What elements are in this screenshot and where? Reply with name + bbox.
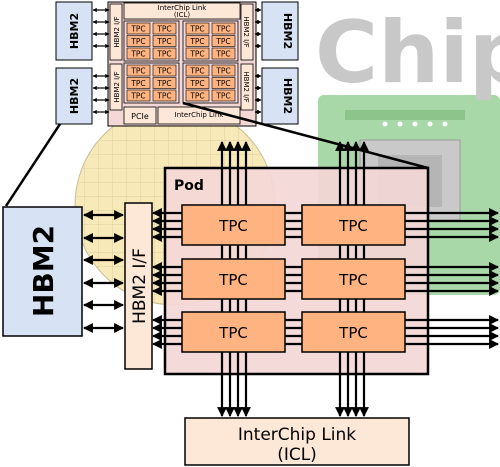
- tpc-block: TPC: [301, 258, 406, 300]
- svg-text:HBM2 I/F: HBM2 I/F: [113, 71, 121, 102]
- overview-hbm-if-left-bottom: HBM2 I/F: [109, 63, 123, 111]
- overview-tpc: TPC: [185, 22, 210, 35]
- overview-hbm-bottom-left: HBM2: [55, 67, 93, 125]
- overview-tpc: TPC: [126, 64, 151, 77]
- overview-tpc: TPC: [152, 89, 177, 102]
- tpc-block: TPC: [181, 311, 286, 353]
- overview-tpc: TPC: [185, 64, 210, 77]
- overview-tpc: TPC: [185, 77, 210, 89]
- svg-text:HBM2: HBM2: [68, 13, 81, 49]
- svg-text:TPC: TPC: [338, 324, 368, 342]
- overview-tpc: TPC: [185, 35, 210, 47]
- svg-text:TPC: TPC: [130, 37, 145, 46]
- overview-tpc: TPC: [126, 77, 151, 89]
- overview-tpc: TPC: [211, 22, 236, 35]
- svg-text:TPC: TPC: [215, 37, 230, 46]
- overview-tpc: TPC: [152, 35, 177, 47]
- overview-tpc: TPC: [211, 77, 236, 89]
- svg-text:HBM2 I/F: HBM2 I/F: [130, 248, 150, 324]
- icl-box: InterChip Link (ICL): [184, 417, 410, 466]
- svg-text:HBM2: HBM2: [68, 78, 81, 114]
- zoom-line: [182, 101, 429, 170]
- overview-hbm-bottom-right: HBM2: [261, 67, 299, 125]
- overview-tpc: TPC: [211, 89, 236, 102]
- svg-text:HBM2 I/F: HBM2 I/F: [113, 16, 121, 47]
- svg-text:TPC: TPC: [189, 25, 204, 34]
- svg-text:TPC: TPC: [189, 92, 204, 101]
- tpc-block: TPC: [301, 311, 406, 353]
- svg-text:TPC: TPC: [189, 67, 204, 76]
- svg-text:TPC: TPC: [156, 92, 171, 101]
- hbm2-memory-block: HBM2: [2, 206, 83, 337]
- svg-text:TPC: TPC: [218, 217, 248, 235]
- svg-text:HBM2 I/F: HBM2 I/F: [242, 16, 250, 47]
- svg-text:TPC: TPC: [130, 79, 145, 88]
- overview-hbm-if-right-bottom: HBM2 I/F: [240, 63, 254, 111]
- overview-tpc: TPC: [152, 47, 177, 60]
- zoom-line: [4, 123, 62, 207]
- overview-hbm-if-left-top: HBM2 I/F: [109, 3, 123, 61]
- chip-overview: HBM2 HBM2 HBM2 HBM2 HBM2 I/F: [4, 1, 429, 207]
- svg-text:InterChip Link: InterChip Link: [238, 425, 356, 445]
- svg-text:HBM2: HBM2: [281, 78, 294, 114]
- pod-label: Pod: [174, 178, 204, 194]
- svg-text:TPC: TPC: [218, 324, 248, 342]
- overview-tpc: TPC: [152, 64, 177, 77]
- svg-text:TPC: TPC: [130, 67, 145, 76]
- svg-text:PCIe: PCIe: [131, 112, 149, 121]
- overview-icl-top: InterChip Link (ICL): [123, 2, 241, 20]
- svg-text:InterChip Link: InterChip Link: [158, 4, 208, 12]
- tpc-block: TPC: [181, 204, 286, 246]
- overview-tpc: TPC: [126, 35, 151, 47]
- svg-text:(ICL): (ICL): [277, 445, 317, 465]
- svg-text:TPC: TPC: [338, 271, 368, 289]
- overview-tpc: TPC: [126, 89, 151, 102]
- svg-text:TPC: TPC: [215, 79, 230, 88]
- svg-text:TPC: TPC: [218, 271, 248, 289]
- hbm-if-strip: HBM2 I/F: [124, 202, 153, 370]
- svg-text:TPC: TPC: [215, 92, 230, 101]
- svg-text:TPC: TPC: [130, 50, 145, 59]
- svg-text:HBM2: HBM2: [27, 225, 60, 317]
- svg-text:TPC: TPC: [215, 50, 230, 59]
- overview-hbm-top-left: HBM2: [55, 1, 93, 61]
- overview-tpc: TPC: [211, 35, 236, 47]
- overview-tpc: TPC: [152, 22, 177, 35]
- svg-text:TPC: TPC: [130, 25, 145, 34]
- svg-text:InterChip Link: InterChip Link: [175, 111, 225, 119]
- overview-tpc: TPC: [126, 22, 151, 35]
- svg-text:TPC: TPC: [130, 92, 145, 101]
- svg-text:TPC: TPC: [156, 50, 171, 59]
- overview-tpc: TPC: [211, 47, 236, 60]
- tpc-block: TPC: [301, 204, 406, 246]
- overview-tpc: TPC: [126, 47, 151, 60]
- overview-tpc: TPC: [152, 77, 177, 89]
- svg-text:TPC: TPC: [189, 79, 204, 88]
- overview-tpc: TPC: [185, 47, 210, 60]
- overview-pcie: PCIe: [123, 106, 157, 125]
- overview-tpc: TPC: [211, 64, 236, 77]
- watermark-text: Chip: [315, 3, 500, 103]
- svg-text:TPC: TPC: [156, 79, 171, 88]
- svg-text:TPC: TPC: [156, 37, 171, 46]
- svg-text:TPC: TPC: [189, 50, 204, 59]
- overview-hbm-top-right: HBM2: [261, 1, 299, 61]
- svg-text:(ICL): (ICL): [174, 11, 191, 19]
- svg-text:HBM2 I/F: HBM2 I/F: [242, 71, 250, 102]
- svg-text:TPC: TPC: [215, 67, 230, 76]
- svg-text:TPC: TPC: [189, 37, 204, 46]
- svg-text:TPC: TPC: [215, 25, 230, 34]
- svg-text:TPC: TPC: [338, 217, 368, 235]
- svg-text:TPC: TPC: [156, 25, 171, 34]
- tpc-block: TPC: [181, 258, 286, 300]
- svg-text:HBM2: HBM2: [281, 13, 294, 49]
- overview-hbm-if-right-top: HBM2 I/F: [240, 3, 254, 61]
- overview-tpc: TPC: [185, 89, 210, 102]
- svg-text:TPC: TPC: [156, 67, 171, 76]
